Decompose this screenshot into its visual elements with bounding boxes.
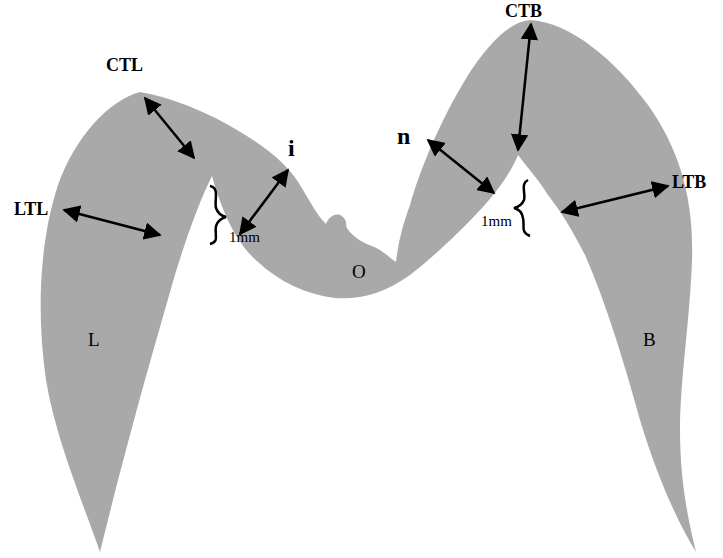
point-label: i bbox=[288, 136, 295, 160]
measure-arrow bbox=[64, 210, 160, 235]
measure-arrow bbox=[562, 186, 668, 212]
measure-arrow bbox=[518, 24, 531, 150]
surface-label: L bbox=[88, 330, 100, 349]
tooth-region-label: CTL bbox=[106, 56, 143, 74]
tooth-region-label: LTB bbox=[672, 173, 706, 191]
measure-arrow bbox=[145, 98, 194, 158]
point-label: n bbox=[397, 124, 410, 148]
tooth-section bbox=[41, 20, 696, 552]
dimension-label: 1mm bbox=[229, 230, 260, 245]
dimension-label: 1mm bbox=[481, 214, 512, 229]
tooth-region-label: LTL bbox=[14, 200, 48, 218]
measure-arrow bbox=[428, 140, 494, 193]
brace bbox=[210, 180, 530, 244]
surface-label: B bbox=[643, 330, 656, 349]
surface-label: O bbox=[352, 262, 366, 281]
enamel-lobe bbox=[324, 214, 346, 238]
measure-arrow bbox=[240, 170, 288, 234]
brace bbox=[514, 180, 530, 236]
brace bbox=[210, 186, 226, 244]
thickness-arrows bbox=[64, 24, 668, 235]
tooth-region-label: CTB bbox=[505, 2, 542, 20]
